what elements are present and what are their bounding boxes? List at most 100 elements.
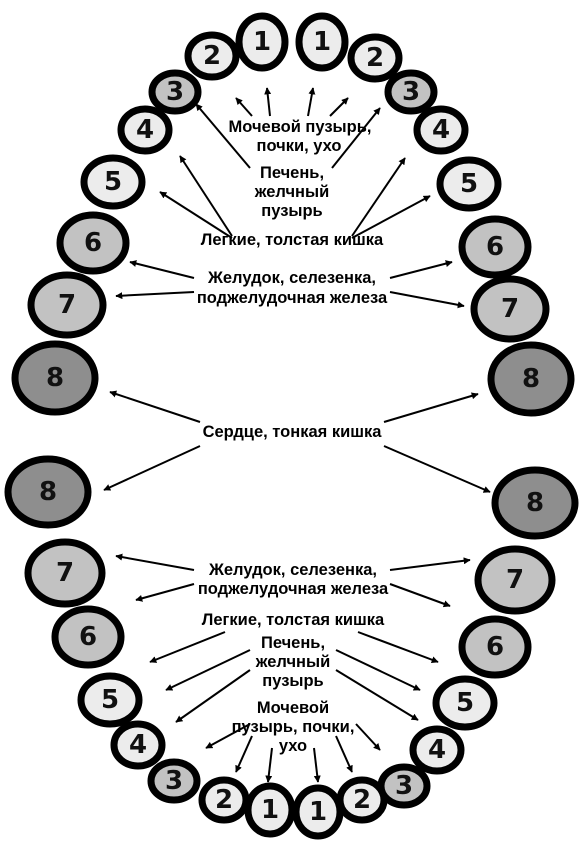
label-liver-gallbladder: Печень,: [261, 634, 325, 652]
tooth-number: 3: [395, 771, 413, 801]
upper-arrow: [179, 155, 233, 237]
tooth-number: 6: [79, 622, 97, 652]
upper-tooth-2: 2: [347, 33, 403, 83]
tooth-number: 4: [129, 730, 147, 760]
lower-tooth-3: 3: [147, 758, 201, 804]
label-bladder-kidneys-ear: почки, ухо: [256, 137, 341, 155]
upper-arrow: [129, 260, 195, 279]
tooth-crown: [117, 105, 173, 155]
tooth-crown: [470, 275, 550, 343]
tooth-number: 8: [46, 363, 64, 393]
lower-tooth-4: 4: [110, 720, 166, 770]
tooth-crown: [4, 455, 92, 529]
upper-arrow: [235, 97, 253, 117]
lower-tooth-2: 2: [198, 776, 250, 824]
tooth-number: 2: [203, 41, 221, 71]
upper-arrow: [264, 87, 272, 117]
lower-arrow: [205, 723, 251, 749]
tooth-crown: [377, 763, 431, 809]
tooth-number: 6: [84, 228, 102, 258]
upper-labels: Мочевой пузырь, почки, ухо Печень, желчн…: [197, 118, 388, 307]
tooth-number: 7: [58, 290, 76, 320]
tooth-number: 4: [136, 115, 154, 145]
label-stomach-spleen-pancreas: поджелудочная железа: [198, 580, 389, 598]
lower-tooth-8: 8: [491, 466, 579, 540]
lower-arrow: [165, 649, 251, 691]
label-lungs-large-intestine: Легкие, толстая кишка: [202, 611, 385, 629]
lower-tooth-5: 5: [432, 675, 498, 731]
tooth-crown: [295, 12, 349, 72]
tooth-number: 1: [261, 795, 279, 825]
tooth-crown: [80, 154, 146, 210]
tooth-number: 2: [215, 785, 233, 815]
lower-arrows: [115, 553, 471, 783]
upper-arrow: [331, 107, 381, 169]
lower-tooth-2: 2: [336, 776, 388, 824]
lower-arrow: [389, 583, 451, 608]
tooth-number: 7: [501, 294, 519, 324]
tooth-number: 1: [313, 27, 331, 57]
lower-tooth-8: 8: [4, 455, 92, 529]
lower-tooth-1: 1: [292, 784, 344, 840]
lower-tooth-6: 6: [51, 605, 125, 669]
upper-arrow: [389, 291, 465, 309]
upper-tooth-6: 6: [56, 211, 130, 275]
center-arrow: [383, 392, 479, 423]
tooth-number: 5: [104, 167, 122, 197]
tooth-number: 1: [309, 797, 327, 827]
lower-arrow: [335, 669, 419, 721]
upper-arrow: [389, 260, 453, 279]
tooth-number: 8: [526, 488, 544, 518]
label-liver-gallbladder: желчный: [255, 653, 331, 671]
lower-tooth-4: 4: [409, 725, 465, 775]
upper-tooth-6: 6: [458, 215, 532, 279]
lower-tooth-1: 1: [244, 782, 296, 838]
lower-tooth-6: 6: [458, 615, 532, 679]
lower-arrow: [357, 631, 439, 664]
tooth-crown: [147, 758, 201, 804]
upper-tooth-3: 3: [384, 69, 438, 115]
upper-tooth-3: 3: [148, 69, 202, 115]
upper-arrow: [351, 157, 406, 237]
upper-tooth-2: 2: [184, 31, 240, 81]
upper-arrow: [115, 291, 195, 300]
upper-tooth-4: 4: [117, 105, 173, 155]
tooth-crown: [474, 545, 556, 615]
tooth-number: 5: [101, 685, 119, 715]
tooth-number: 3: [402, 77, 420, 107]
label-bladder-kidneys-ear: ухо: [279, 737, 307, 755]
lower-arrow: [135, 583, 195, 602]
tooth-crown: [198, 776, 250, 824]
upper-tooth-7: 7: [27, 271, 107, 339]
lower-arrow: [335, 649, 421, 691]
tooth-number: 7: [56, 558, 74, 588]
tooth-number: 4: [428, 735, 446, 765]
lower-arrow: [115, 553, 195, 571]
lower-arrow: [389, 557, 471, 571]
upper-arrows: [115, 87, 465, 309]
center-arrow: [109, 390, 201, 423]
lower-arrow: [335, 735, 353, 773]
upper-arrow: [329, 97, 349, 117]
lower-arrow: [149, 631, 226, 663]
lower-tooth-7: 7: [474, 545, 556, 615]
tooth-crown: [235, 12, 289, 72]
lower-labels: Желудок, селезенка, поджелудочная железа…: [198, 561, 389, 755]
tooth-number: 5: [460, 169, 478, 199]
center-arrow: [103, 445, 201, 491]
tooth-number: 3: [166, 77, 184, 107]
upper-tooth-1: 1: [235, 12, 289, 72]
tooth-crown: [24, 538, 106, 608]
upper-tooth-7: 7: [470, 275, 550, 343]
center-arrow: [383, 445, 491, 493]
tooth-number: 6: [486, 232, 504, 262]
label-stomach-spleen-pancreas: поджелудочная железа: [197, 289, 388, 307]
upper-tooth-5: 5: [80, 154, 146, 210]
tooth-crown: [409, 725, 465, 775]
tooth-number: 4: [432, 115, 450, 145]
tooth-number: 2: [353, 785, 371, 815]
tooth-number: 8: [522, 364, 540, 394]
